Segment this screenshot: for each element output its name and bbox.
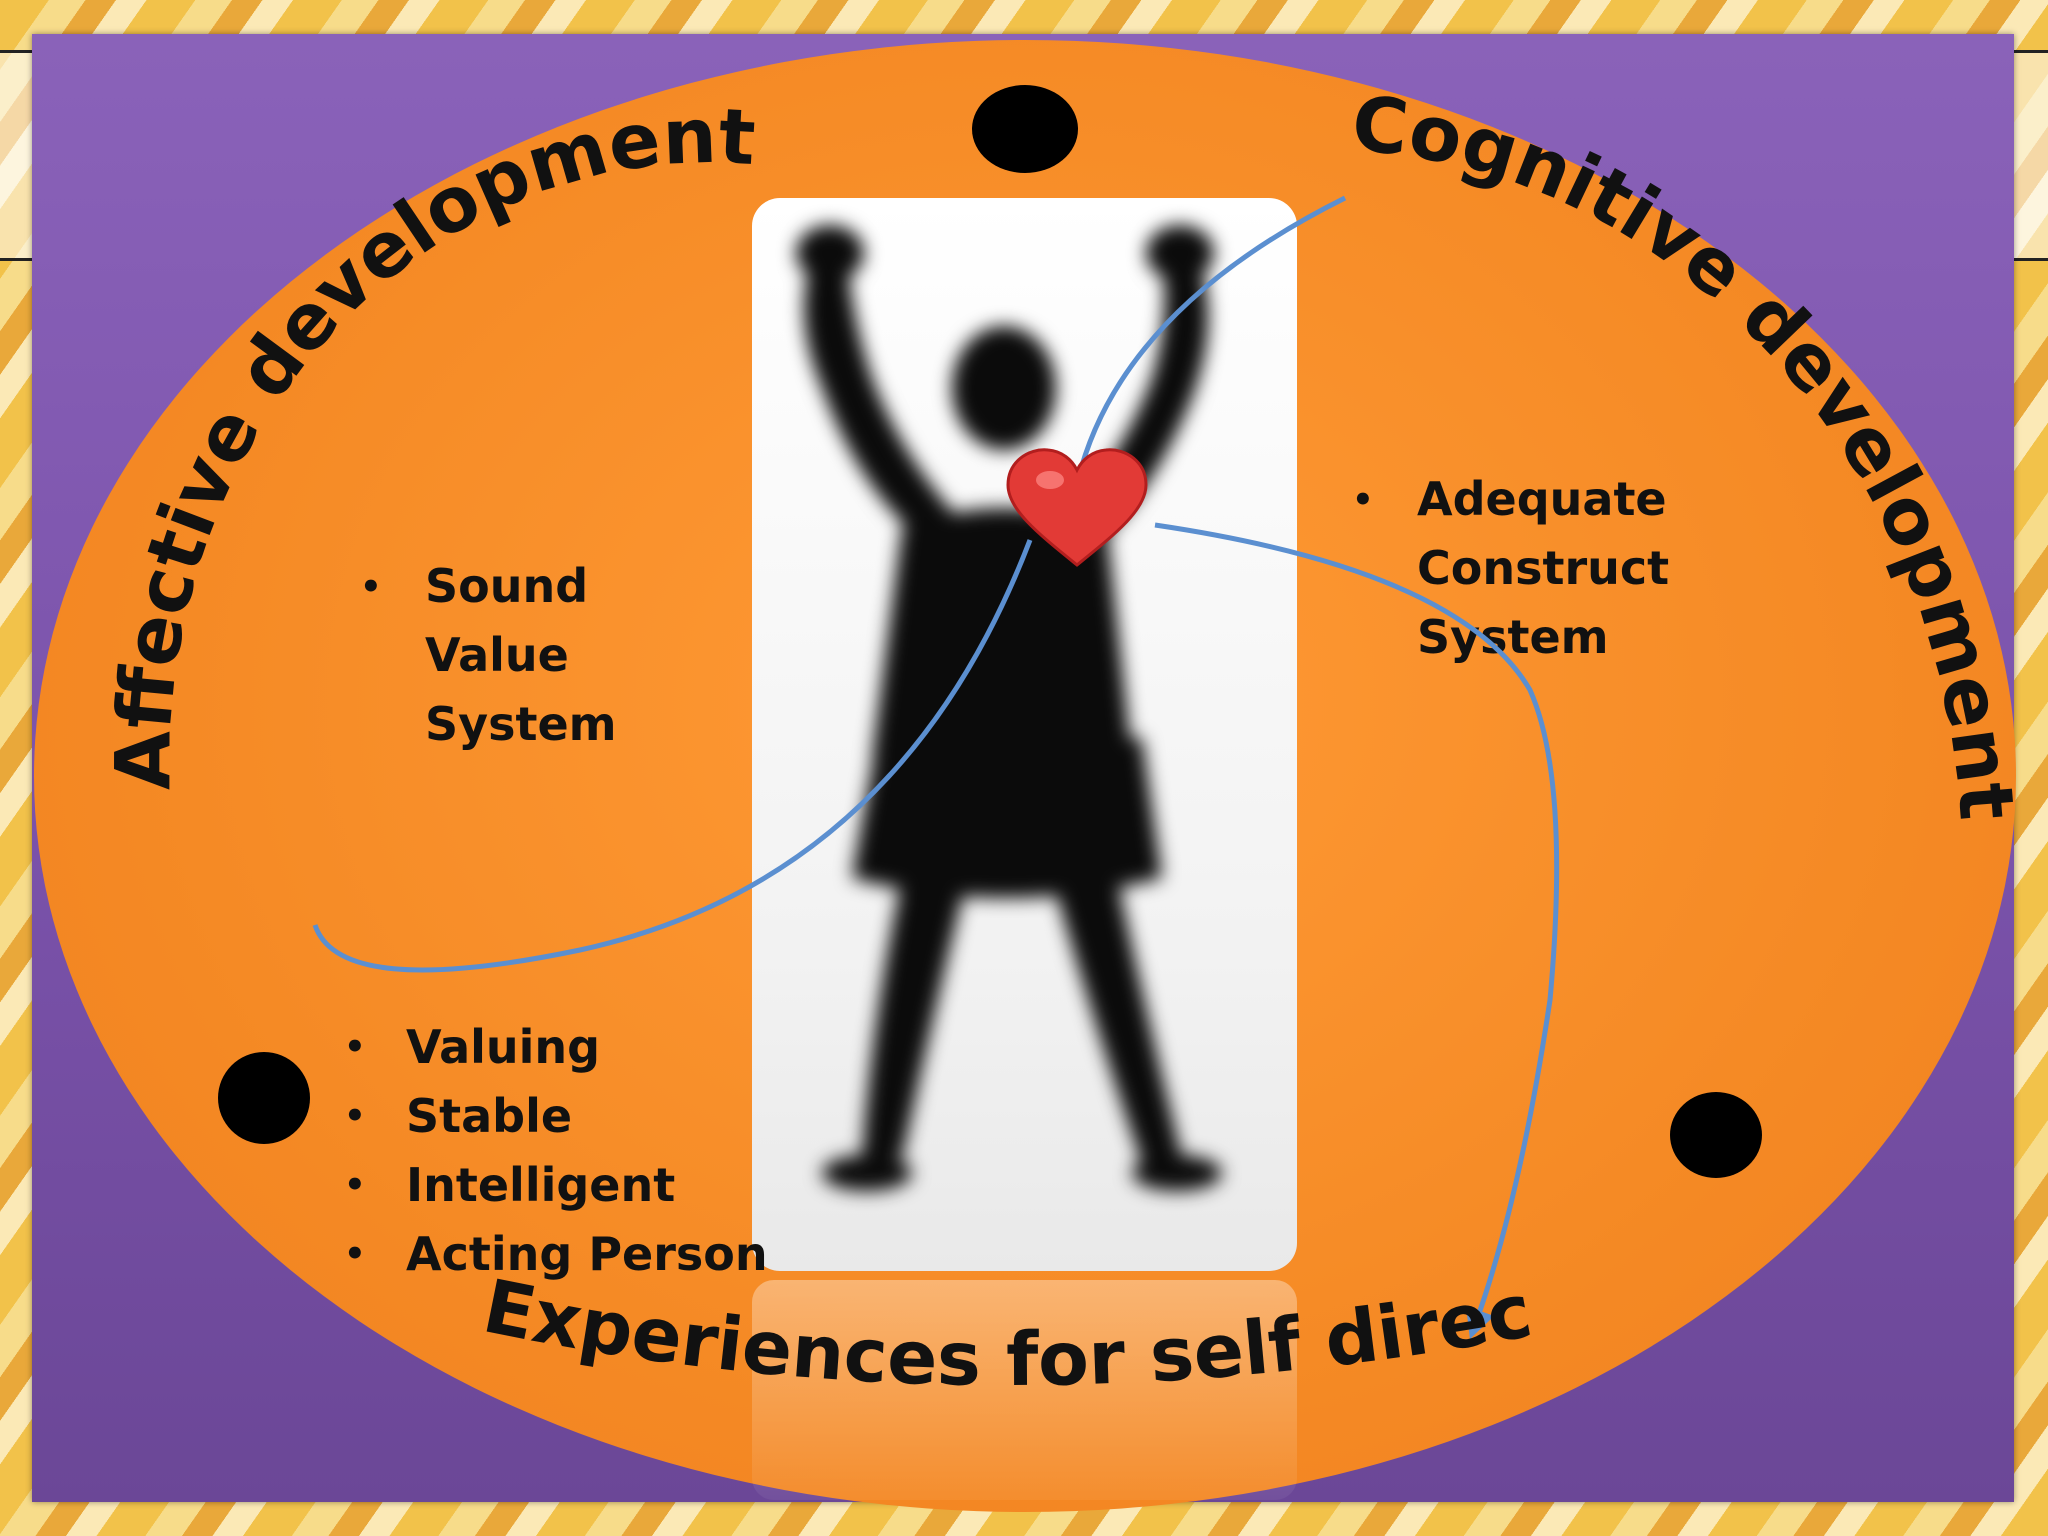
cognitive-point: Construct [1417, 541, 1670, 595]
bullet-marker: • [360, 567, 382, 607]
affective-point: Sound [425, 559, 589, 613]
outcome-label: Stable [406, 1089, 573, 1143]
photo-reflection [752, 1280, 1297, 1500]
person-photo [752, 198, 1297, 1271]
marker-dot-top [972, 85, 1078, 173]
outcome-point: •Acting Person [344, 1227, 768, 1281]
bullet-marker: • [1352, 480, 1374, 520]
person-silhouette [796, 225, 1222, 1191]
outcome-points: •Valuing •Stable •Intelligent •Acting Pe… [344, 1013, 768, 1289]
cognitive-point: Adequate [1417, 472, 1667, 526]
affective-point: System [425, 697, 617, 751]
outcome-label: Intelligent [406, 1158, 676, 1212]
outcome-point: •Stable [344, 1089, 573, 1143]
affective-point: Value [425, 628, 569, 682]
affective-points: Sound Value System [425, 552, 617, 759]
marker-dot-left [218, 1052, 310, 1144]
marker-dot-right [1670, 1092, 1762, 1178]
cognitive-points: Adequate Construct System [1417, 465, 1669, 672]
cognitive-point: System [1417, 610, 1609, 664]
outcome-point: •Intelligent [344, 1158, 676, 1212]
outcome-point: •Valuing [344, 1020, 601, 1074]
outcome-label: Valuing [406, 1020, 601, 1074]
outcome-label: Acting Person [406, 1227, 768, 1281]
